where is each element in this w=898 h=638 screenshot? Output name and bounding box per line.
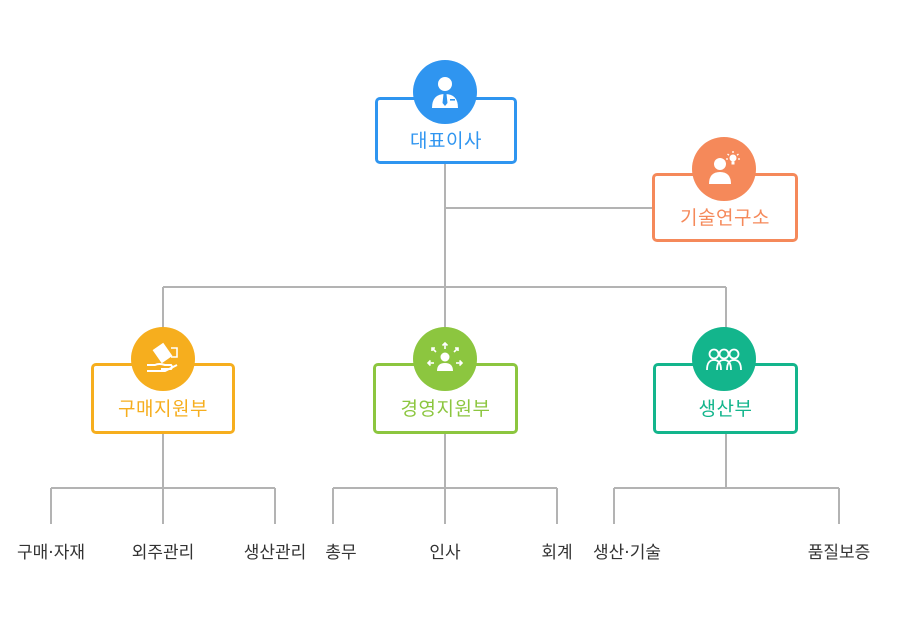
- ceo-label: 대표이사: [410, 130, 482, 152]
- team-label: 외주관리: [131, 543, 195, 563]
- team-label: 품질보증: [807, 543, 871, 563]
- dept-purchase-box: 구매지원부: [91, 363, 235, 434]
- executive-icon: [413, 60, 477, 124]
- hand-document-icon: [131, 327, 195, 391]
- dept-purchase-label: 구매지원부: [118, 398, 208, 420]
- team-label: 생산관리: [243, 543, 307, 563]
- dept-management-label: 경영지원부: [400, 398, 491, 420]
- team-label: 총무: [325, 543, 357, 563]
- team-label: 구매·자재: [17, 543, 85, 563]
- lab-label: 기술연구소: [680, 207, 770, 229]
- team-label: 생산·기술: [593, 543, 661, 563]
- researcher-lightbulb-icon: [692, 137, 756, 201]
- group-icon: [692, 327, 756, 391]
- dept-production-label: 생산부: [698, 398, 753, 420]
- team-label: 인사: [429, 543, 461, 563]
- team-label: 회계: [541, 543, 573, 563]
- dept-production-box: 생산부: [653, 363, 798, 434]
- person-arrows-icon: [413, 327, 477, 391]
